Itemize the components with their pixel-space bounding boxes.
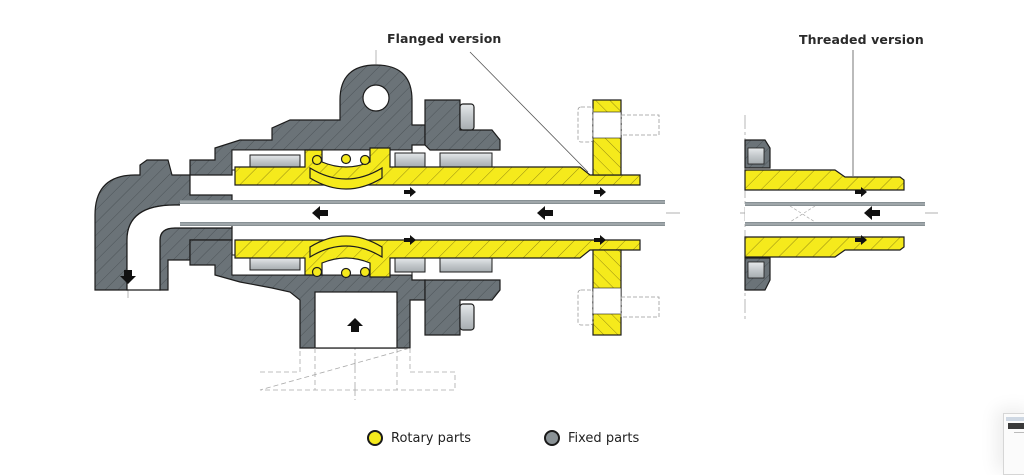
bolt-head-top	[459, 103, 475, 131]
ball-bearing	[340, 267, 352, 279]
flange-bolts	[577, 106, 660, 326]
legend-rotary-label: Rotary parts	[391, 430, 472, 446]
fixed-swatch-icon	[544, 430, 560, 446]
legend-rotary: Rotary parts	[367, 430, 471, 446]
inner-tube-flanged	[180, 200, 665, 226]
arrow-right-icon	[594, 235, 606, 245]
flanged-leader-line	[469, 51, 589, 173]
flange-plate	[592, 99, 622, 336]
widget-text-line	[1014, 432, 1024, 433]
rotary-swatch-icon	[367, 430, 383, 446]
arrow-right-icon	[404, 235, 416, 245]
ball-bearing	[359, 266, 371, 278]
arrow-left-icon	[537, 206, 553, 220]
ball-bearing	[359, 154, 371, 166]
ball-bearing	[340, 153, 352, 165]
arrow-right-icon	[855, 187, 867, 197]
arrow-left-icon	[864, 206, 880, 220]
flow-arrows	[120, 187, 880, 332]
arrow-left-icon	[312, 206, 328, 220]
seal-rings	[249, 152, 493, 273]
arrow-right-icon	[594, 187, 606, 197]
arrow-right-icon	[855, 235, 867, 245]
legend-fixed-label: Fixed parts	[568, 430, 640, 446]
threaded-version	[744, 139, 905, 291]
arrow-up-icon	[347, 318, 363, 332]
bolt-head-bottom	[459, 303, 475, 331]
threaded-version-label: Threaded version	[799, 32, 924, 47]
elbow-outlet	[94, 159, 233, 291]
inner-tube-threaded	[745, 202, 925, 226]
corner-popup-widget[interactable]	[1003, 413, 1024, 475]
legend-fixed: Fixed parts	[544, 430, 639, 446]
widget-button[interactable]	[1008, 423, 1024, 429]
arrow-right-icon	[404, 187, 416, 197]
rotary-shaft-flanged	[234, 147, 641, 279]
main-housing	[189, 64, 501, 349]
ball-bearing	[311, 154, 323, 166]
flanged-version-label: Flanged version	[387, 31, 502, 46]
lifting-eye-hole	[362, 84, 390, 112]
mounting-base	[259, 347, 456, 391]
arrow-down-icon	[120, 270, 136, 284]
widget-header	[1006, 417, 1024, 421]
ball-bearing	[311, 266, 323, 278]
